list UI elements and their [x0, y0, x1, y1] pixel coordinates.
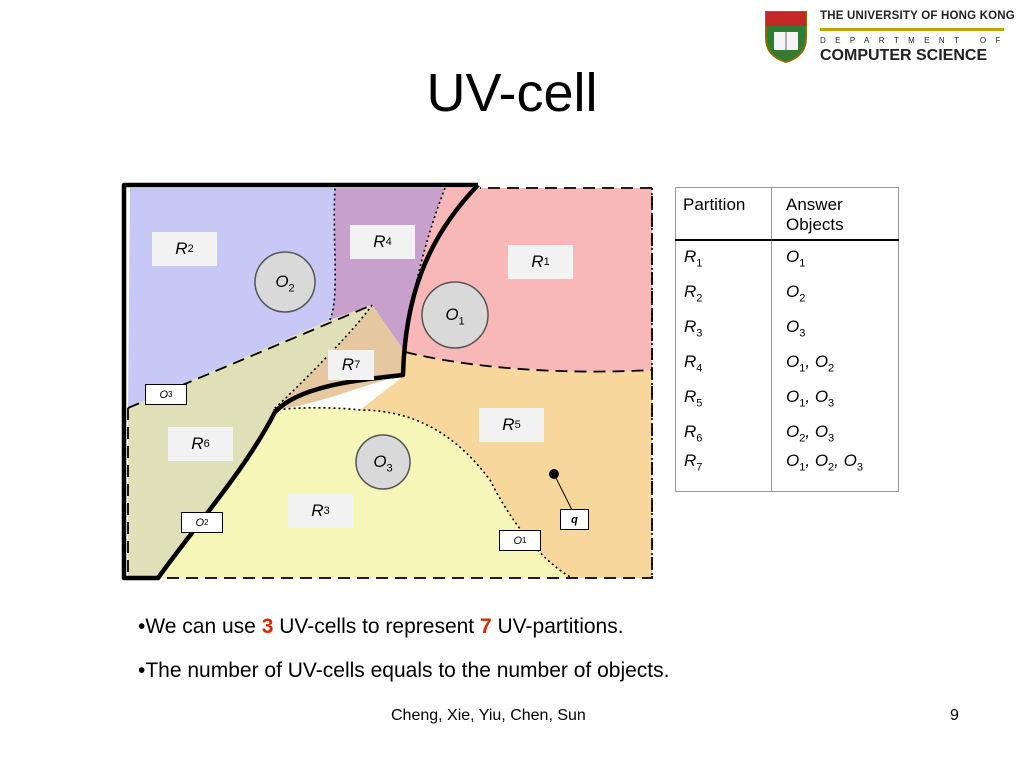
answer-objects-cell: O2, O3: [786, 422, 835, 445]
answer-objects-cell: O3: [786, 317, 806, 340]
partition-cell: R2: [675, 276, 772, 311]
page-title: UV-cell: [426, 63, 598, 123]
query-label: q: [560, 509, 589, 530]
partition-cell: R4: [675, 346, 772, 381]
header-answer-objects: Answer Objects: [771, 187, 899, 241]
answer-objects-cell: O1, O2: [786, 352, 835, 375]
partition-cell: R1: [675, 240, 772, 276]
partition-cell: R6: [675, 416, 772, 451]
header-partition: Partition: [675, 187, 772, 241]
table-row: R7 O1, O2, O3: [675, 451, 899, 492]
bullet-1: •We can use 3 UV-cells to represent 7 UV…: [138, 615, 624, 638]
logo-department: DEPARTMENT OF: [820, 36, 1010, 45]
partition-cell: R7: [675, 451, 772, 492]
table-row: R2 O2: [675, 276, 899, 311]
object-o2-circle: [254, 251, 316, 313]
table-header-row: Partition Answer Objects: [675, 187, 899, 241]
partition-cell: R5: [675, 381, 772, 416]
query-pointer-line: [553, 473, 573, 511]
logo-divider: [820, 28, 1004, 31]
table-row: R3 O3: [675, 311, 899, 346]
bullet-2: •The number of UV-cells equals to the nu…: [138, 659, 670, 682]
object-o1-circle: [421, 281, 489, 349]
page-number: 9: [950, 707, 959, 724]
hku-cs-logo: THE UNIVERSITY OF HONG KONG DEPARTMENT O…: [762, 8, 1015, 64]
object-o3-circle: [355, 434, 411, 490]
partition-cell: R3: [675, 311, 772, 346]
region-r3-fill: [158, 407, 572, 578]
answer-objects-cell: O2: [786, 282, 806, 305]
region-r6-fill: [128, 305, 372, 578]
footer-authors: Cheng, Xie, Yiu, Chen, Sun: [391, 707, 586, 724]
table-row: R4 O1, O2: [675, 346, 899, 381]
object-label-o2: O2: [275, 272, 295, 295]
table-row: R1 O1: [675, 240, 899, 276]
object-label-o3: O3: [373, 452, 393, 475]
university-crest-icon: [765, 11, 807, 64]
table-row: R6 O2, O3: [675, 416, 899, 451]
answer-objects-cell: O1, O3: [786, 387, 835, 410]
object-label-o1: O1: [445, 305, 465, 328]
logo-computer-science: COMPUTER SCIENCE: [820, 47, 988, 64]
table-row: R5 O1, O3: [675, 381, 899, 416]
answer-objects-cell: O1: [786, 247, 806, 270]
answer-objects-cell: O1, O2, O3: [786, 451, 863, 474]
logo-university-name: THE UNIVERSITY OF HONG KONG: [820, 10, 1015, 22]
